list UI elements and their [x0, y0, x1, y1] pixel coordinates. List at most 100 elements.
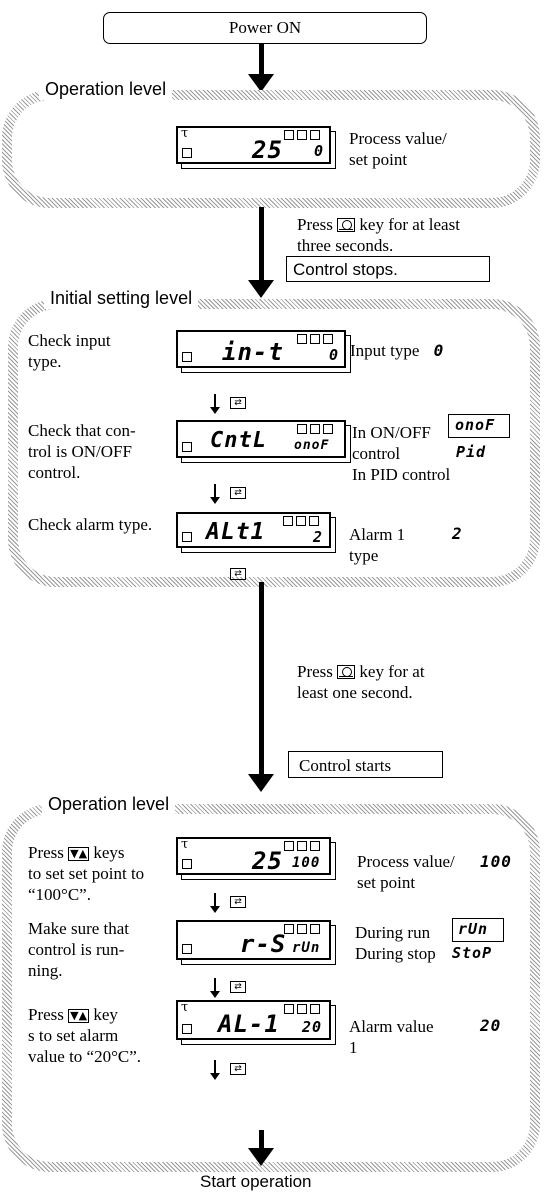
arrow-power-down: [259, 44, 264, 78]
input-type-display: in-t 0: [176, 330, 351, 373]
indicator-square: [310, 841, 320, 851]
alarm-value: 20: [480, 1016, 502, 1035]
indicator-square: [182, 859, 192, 869]
alarm-type-display: ALt1 2: [176, 512, 336, 553]
alarm-type-desc: Alarm 1 type: [349, 525, 406, 565]
indicator-square: [182, 1024, 192, 1034]
mode-key-icon: ⇄: [230, 568, 246, 580]
set-point-instruction: Press ▼▲ keys to set set point to “100°C…: [28, 843, 145, 904]
set-alarm-instruction: Press ▼▲ key s to set alarm value to “20…: [28, 1005, 142, 1066]
check-input-type-text: Check input type.: [28, 331, 111, 371]
press-level-key-3s: Press key for at least three seconds.: [297, 215, 460, 255]
tau-symbol: τ: [181, 1000, 189, 1015]
display-sub: onoF: [294, 438, 330, 453]
input-type-desc: Input type 0: [350, 341, 445, 360]
display-sub: 2: [313, 528, 324, 546]
down-up-keys-icon: ▼▲: [68, 1009, 90, 1023]
stop-value: StoP: [452, 944, 493, 962]
alarm-value-desc: Alarm value 1: [349, 1017, 434, 1057]
display-main: CntL: [210, 428, 267, 453]
control-mode-display: CntL onoF: [176, 420, 351, 463]
mode-key-icon: ⇄: [230, 896, 246, 908]
indicator-square: [310, 130, 320, 140]
mode-key-icon: ⇄: [230, 487, 246, 499]
step-arrow: [210, 1060, 220, 1080]
indicator-square: [182, 148, 192, 158]
control-starts-box: Control starts: [288, 751, 443, 778]
display-main: r-S: [240, 930, 287, 958]
step-arrow: [210, 978, 220, 998]
display-sub: 0: [329, 346, 340, 364]
operation-level-label-2: Operation level: [42, 793, 176, 815]
alarm-value-display: τ AL-1 20: [176, 1000, 336, 1045]
press-level-key-1s: Press key for at least one second.: [297, 662, 425, 702]
set-point-value: 100: [480, 852, 512, 871]
indicator-square: [309, 516, 319, 526]
indicator-square: [297, 924, 307, 934]
onoff-value-box: onoF: [448, 414, 510, 438]
indicator-square: [284, 130, 294, 140]
display-main: 25: [252, 847, 283, 875]
step-arrow: [210, 484, 220, 504]
pv-sp-display-2: τ 25 100: [176, 837, 336, 880]
start-operation-label: Start operation: [200, 1172, 312, 1191]
make-sure-running-text: Make sure that control is run- ning.: [28, 919, 130, 980]
level-key-icon: [337, 218, 356, 232]
indicator-square: [182, 352, 192, 362]
display-sub: 100: [292, 855, 321, 871]
run-value-box: rUn: [452, 918, 504, 942]
tau-symbol: τ: [181, 837, 189, 852]
arrow-head-3: [248, 774, 274, 792]
indicator-square: [323, 424, 333, 434]
check-alarm-text: Check alarm type.: [28, 515, 153, 534]
indicator-square: [297, 841, 307, 851]
indicator-square: [182, 944, 192, 954]
down-up-keys-icon: ▼▲: [68, 847, 90, 861]
pv-sp-display-1: τ 25 0: [176, 126, 336, 169]
pid-value: Pid: [456, 443, 487, 461]
arrow-head-4: [248, 1148, 274, 1166]
alarm-type-value: 2: [452, 524, 463, 543]
step-arrow: [210, 893, 220, 913]
indicator-square: [297, 424, 307, 434]
arrow-to-operation: [259, 582, 264, 778]
pv-sp-desc: Process value/ set point: [349, 129, 447, 169]
control-mode-desc: In ON/OFF control In PID control: [352, 423, 451, 484]
indicator-square: [284, 1004, 294, 1014]
indicator-square: [297, 1004, 307, 1014]
power-on-box: Power ON: [103, 12, 427, 44]
run-stop-desc: During run During stop: [355, 923, 436, 963]
indicator-square: [283, 516, 293, 526]
indicator-square: [182, 532, 192, 542]
display-main: in-t: [222, 338, 284, 366]
display-main: ALt1: [206, 519, 266, 545]
power-on-label: Power ON: [228, 18, 302, 37]
arrow-to-initial: [259, 207, 264, 284]
indicator-square: [310, 424, 320, 434]
step-arrow: [210, 394, 220, 414]
indicator-square: [323, 334, 333, 344]
display-main: AL-1: [218, 1010, 280, 1038]
level-key-icon: [337, 665, 356, 679]
control-stops-box: Control stops.: [286, 256, 490, 282]
indicator-square: [310, 924, 320, 934]
mode-key-icon: ⇄: [230, 981, 246, 993]
display-sub: rUn: [292, 940, 321, 956]
pv-sp-desc-2: Process value/ set point: [357, 852, 455, 892]
indicator-square: [310, 334, 320, 344]
indicator-square: [297, 334, 307, 344]
run-stop-display: r-S rUn: [176, 920, 336, 965]
indicator-square: [310, 1004, 320, 1014]
display-sub: 0: [314, 142, 325, 160]
arrow-head-2: [248, 280, 274, 298]
mode-key-icon: ⇄: [230, 1063, 246, 1075]
operation-level-label-1: Operation level: [39, 78, 173, 100]
check-control-text: Check that con- trol is ON/OFF control.: [28, 421, 136, 482]
display-sub: 20: [302, 1018, 323, 1036]
indicator-square: [296, 516, 306, 526]
indicator-square: [284, 924, 294, 934]
initial-setting-level-label: Initial setting level: [44, 287, 199, 309]
tau-symbol: τ: [181, 126, 189, 141]
indicator-square: [297, 130, 307, 140]
arrow-to-start: [259, 1130, 264, 1152]
